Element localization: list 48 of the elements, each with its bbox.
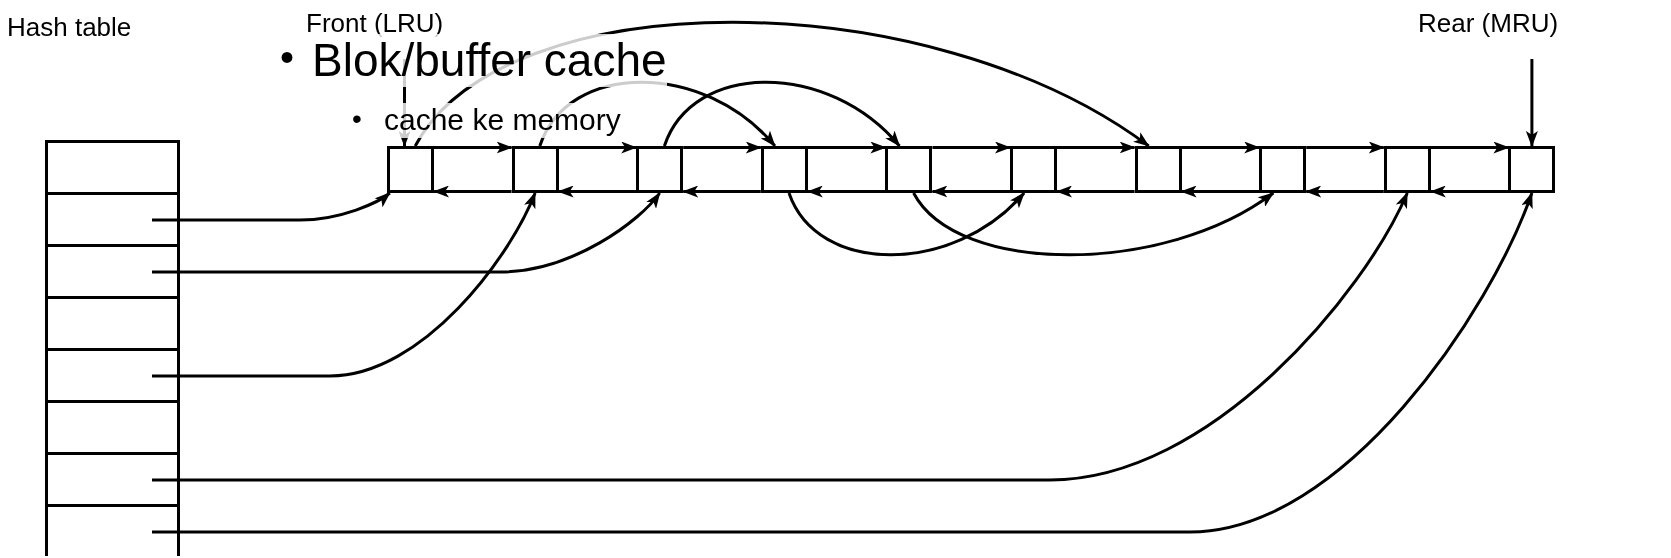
arrow bbox=[683, 141, 762, 154]
arrow bbox=[682, 185, 761, 198]
arrow bbox=[152, 192, 1409, 482]
cache-block-box bbox=[1134, 146, 1182, 193]
cache-block-box bbox=[387, 146, 434, 193]
arrow bbox=[1056, 185, 1135, 198]
table-row bbox=[45, 244, 180, 296]
arrow bbox=[1525, 59, 1538, 147]
arrow bbox=[152, 192, 661, 274]
arrow bbox=[434, 141, 513, 154]
arrow bbox=[932, 141, 1011, 154]
arrow bbox=[1430, 141, 1510, 154]
table-row bbox=[45, 296, 180, 348]
arrow bbox=[787, 191, 1026, 257]
arrow bbox=[912, 191, 1275, 257]
table-heading: Hash table bbox=[7, 12, 132, 43]
arrow bbox=[1180, 185, 1260, 198]
arrow bbox=[931, 185, 1010, 198]
table-row bbox=[45, 452, 180, 504]
arrow bbox=[807, 141, 887, 154]
table-row bbox=[45, 400, 180, 452]
arrow bbox=[1181, 141, 1261, 154]
arrow bbox=[152, 191, 391, 222]
cache-block-box bbox=[636, 146, 684, 193]
cache-block-box bbox=[511, 146, 559, 193]
cache-block-box bbox=[1508, 146, 1556, 193]
cache-block-box bbox=[760, 146, 808, 193]
cache-block-box bbox=[885, 146, 933, 193]
bullet-text: cache ke memory bbox=[384, 103, 621, 138]
arrow bbox=[558, 141, 638, 154]
arrow bbox=[152, 192, 1534, 534]
cache-block-box bbox=[1010, 146, 1057, 193]
cache-block-box bbox=[1259, 146, 1307, 193]
arrow bbox=[557, 185, 637, 198]
arrow bbox=[1057, 141, 1136, 154]
cache-block-box bbox=[1383, 146, 1431, 193]
arrow bbox=[152, 192, 537, 378]
arrow bbox=[1429, 185, 1509, 198]
arrow bbox=[806, 185, 886, 198]
arrow bbox=[663, 80, 901, 148]
table-row bbox=[45, 504, 180, 556]
table-row bbox=[45, 140, 180, 192]
arrow bbox=[1306, 141, 1385, 154]
pointer-label: Rear (MRU) bbox=[1418, 8, 1559, 39]
table-row bbox=[45, 192, 180, 244]
arrow bbox=[1305, 185, 1384, 198]
table-row bbox=[45, 348, 180, 400]
arrow bbox=[433, 185, 512, 198]
